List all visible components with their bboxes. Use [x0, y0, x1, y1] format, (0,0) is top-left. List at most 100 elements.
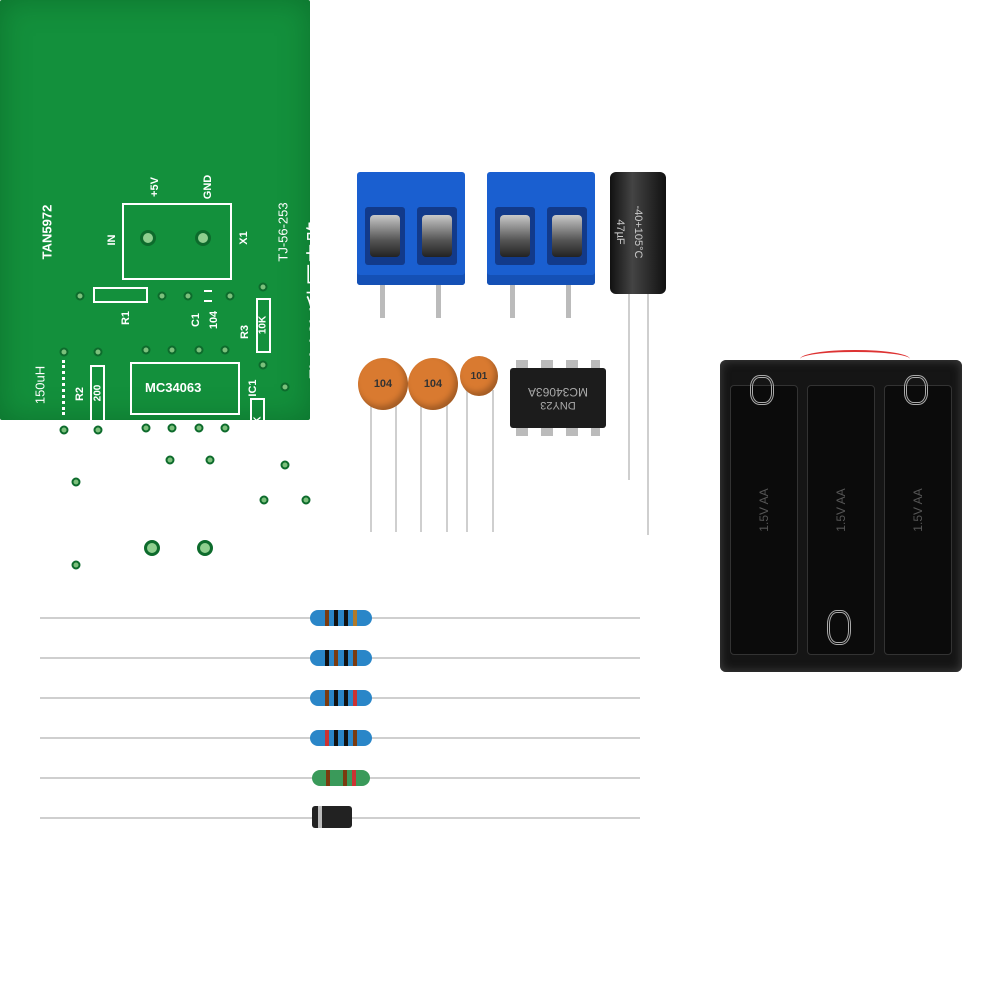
c4-outline: [270, 528, 302, 560]
pad: [183, 291, 193, 301]
board-id: TJ-56-253: [275, 202, 291, 262]
terminal-pin: [436, 285, 441, 318]
ceramic-capacitor: 104: [408, 358, 458, 410]
pad: [301, 495, 311, 505]
cap-lead: [370, 400, 372, 532]
screw-icon: [422, 215, 452, 257]
electrolytic-capacitor: -40+105°C 47µF: [610, 172, 666, 294]
pad: [280, 382, 290, 392]
resistor: [310, 690, 372, 706]
r2-outline: [90, 365, 105, 423]
pad: [93, 347, 103, 357]
cap-lead: [466, 390, 468, 532]
pad: [194, 423, 204, 433]
r3-ref: R3: [239, 324, 251, 340]
x1-hole: [195, 230, 211, 246]
x1-side: IN: [106, 234, 118, 246]
ceramic-capacitor: 101: [460, 356, 498, 396]
capacitor-value: 47µF: [614, 219, 626, 245]
r1-ref: R1: [120, 310, 132, 326]
battery-label: 1.5V AA: [757, 488, 771, 532]
battery-label: 1.5V AA: [834, 488, 848, 532]
terminal-pin: [510, 285, 515, 318]
c3-symbol: [274, 494, 282, 506]
screw-icon: [370, 215, 400, 257]
screw-icon: [552, 215, 582, 257]
pad: [59, 425, 69, 435]
c2-ref: C2: [219, 452, 231, 468]
diode: [312, 806, 352, 828]
x2-label: X2: [235, 563, 247, 577]
spring-icon: [827, 610, 851, 645]
r3-value: 10K: [257, 315, 269, 335]
x1-pin2: GND: [202, 174, 214, 200]
resistor: [310, 610, 372, 626]
x1-hole: [140, 230, 156, 246]
screw-terminal: [487, 172, 595, 285]
pad: [157, 291, 167, 301]
pad: [71, 560, 81, 570]
c4-value: 47uF: [314, 537, 326, 563]
ic-lot: DNY23: [540, 399, 576, 411]
r2-value: 200: [92, 384, 104, 402]
ic1-outline: [130, 362, 240, 415]
ceramic-capacitor: 104: [358, 358, 408, 410]
resistor: [310, 730, 372, 746]
pad: [75, 291, 85, 301]
pcb-code: TAN5972: [39, 204, 55, 260]
r4-value: 1.2K: [252, 416, 264, 438]
screw-icon: [500, 215, 530, 257]
cap-lead: [395, 400, 397, 532]
d1-outline: [68, 492, 83, 544]
cap-lead: [628, 290, 630, 480]
board-title: 5V-12V升压电路: [305, 219, 330, 381]
c1-ref: C1: [190, 312, 202, 328]
pad: [71, 477, 81, 487]
pcb-board: [0, 0, 310, 420]
x1-label: X1: [238, 231, 250, 245]
spring-icon: [904, 375, 928, 405]
pad: [167, 423, 177, 433]
pad: [167, 345, 177, 355]
red-wire: [800, 350, 910, 368]
cap-lead: [446, 400, 448, 532]
c2-symbol: [181, 454, 189, 466]
x2-hole: [197, 540, 213, 556]
c1-symbol: [204, 290, 212, 302]
pad: [194, 345, 204, 355]
x2-side: OUT: [106, 540, 118, 564]
pad: [259, 495, 269, 505]
c1-value: 104: [208, 310, 220, 330]
pad: [165, 455, 175, 465]
pad: [141, 423, 151, 433]
pad: [258, 360, 268, 370]
pad: [220, 423, 230, 433]
l1-ref: L1: [34, 428, 46, 442]
x2-pin1: +12V: [134, 475, 146, 501]
pad: [280, 460, 290, 470]
terminal-pin: [380, 285, 385, 318]
r4-outline: [250, 398, 265, 455]
battery-holder: 1.5V AA 1.5V AA 1.5V AA: [720, 360, 962, 672]
r2-ref: R2: [74, 386, 86, 402]
terminal-pin: [566, 285, 571, 318]
d1-value: 1N5819: [46, 480, 58, 520]
spring-icon: [750, 375, 774, 405]
x1-pin1: +5V: [149, 177, 161, 197]
c4-ref: C4: [256, 537, 268, 553]
pad: [205, 455, 215, 465]
x2-hole: [144, 540, 160, 556]
ic1-ref: IC1: [247, 379, 259, 397]
capacitor-temp: -40+105°C: [632, 205, 644, 259]
battery-label: 1.5V AA: [911, 488, 925, 532]
pad: [225, 291, 235, 301]
resistor: [310, 650, 372, 666]
c3-ref: C3: [239, 494, 251, 510]
ic-chip: DNY23 MC34063A: [510, 360, 606, 436]
c2-value: 101: [236, 450, 248, 470]
x2-pin2: GND: [200, 477, 212, 503]
r1-outline: [93, 287, 148, 303]
ic-part: MC34063A: [527, 385, 589, 399]
pad: [59, 347, 69, 357]
